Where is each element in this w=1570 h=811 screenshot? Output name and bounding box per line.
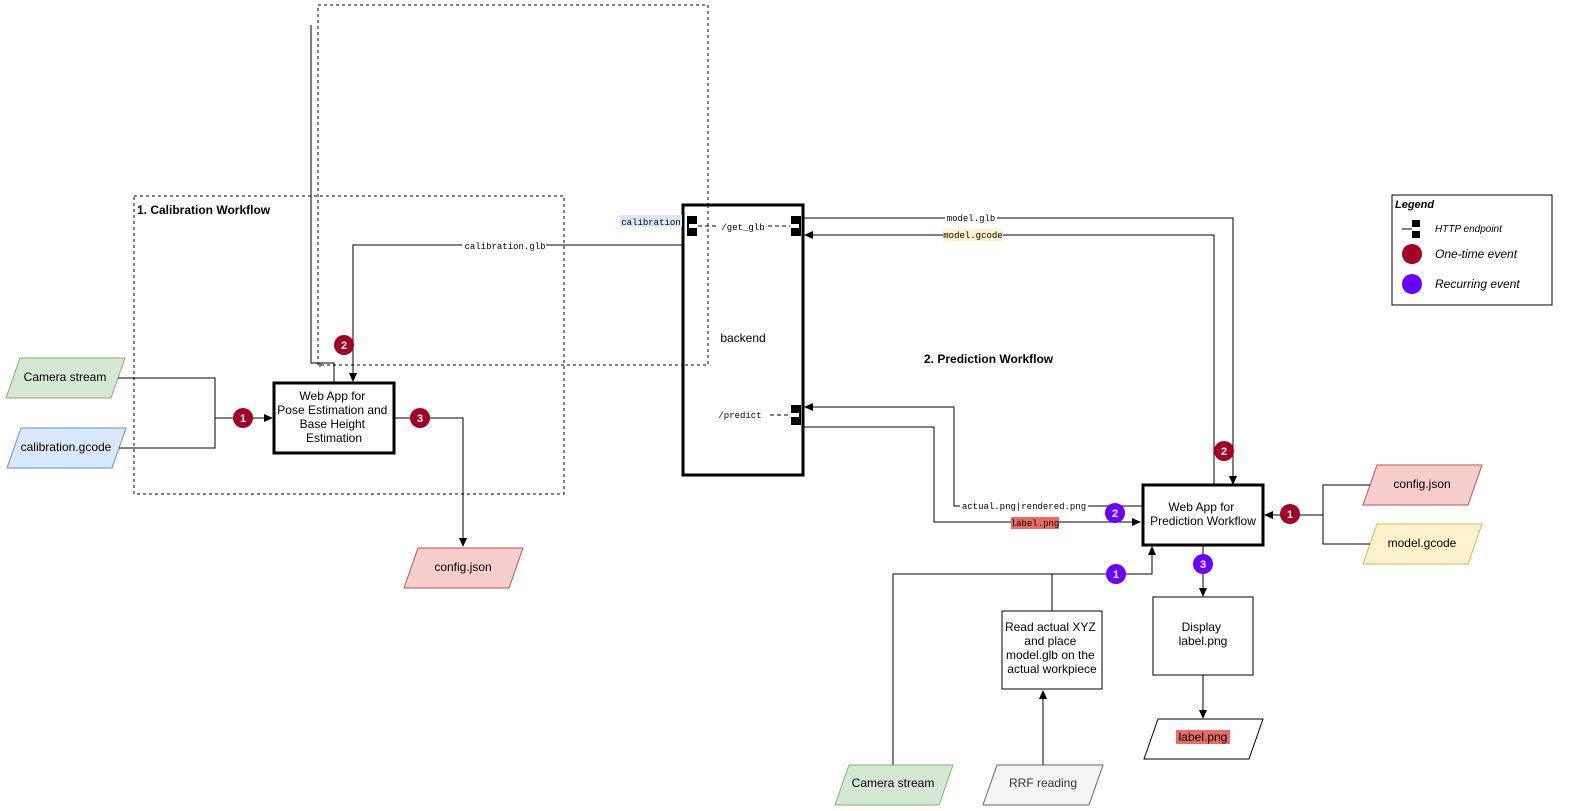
prediction-group-title: 2. Prediction Workflow: [924, 352, 1054, 366]
http-endpoint-icon: [1412, 220, 1420, 227]
backend-box: backend: [681, 203, 805, 477]
pose-app-line: Base Height: [300, 417, 366, 431]
one-time-event-icon: [1402, 244, 1422, 264]
calibration-group-title: 1. Calibration Workflow: [137, 203, 271, 217]
model-gcode-input: model.gcode: [1362, 523, 1483, 565]
pose-app-line: Web App for: [299, 389, 365, 403]
display-box: Display label.png: [1152, 596, 1254, 676]
http-endpoint-icon: [1412, 231, 1420, 238]
read-xyz-line: actual workpiece: [1007, 662, 1097, 676]
legend-one-time: One-time event: [1435, 247, 1518, 261]
badge-number: 1: [1113, 569, 1119, 581]
predict-endpoint-label: /predict: [718, 411, 761, 421]
http-endpoint-icon: [791, 216, 800, 224]
badge-number: 2: [341, 340, 347, 352]
model-gcode-edge-label: model.gcode: [943, 231, 1002, 241]
backend-label: backend: [720, 331, 765, 345]
http-endpoint-icon: [688, 228, 697, 236]
camera-stream-input-1: Camera stream: [5, 357, 126, 399]
pose-app-line: Estimation: [306, 431, 362, 445]
svg-text:Display label.png: Display label.png: [1179, 620, 1228, 648]
connector-line: [310, 25, 335, 383]
label-png-output: label.png: [1143, 718, 1264, 760]
display-line: label.png: [1179, 634, 1228, 648]
badge-number: 2: [1112, 508, 1118, 520]
config-json-input: config.json: [1362, 464, 1483, 506]
svg-text:Read actual XYZ and plac: Read actual XYZ and place model.glb on t…: [1005, 620, 1099, 676]
legend-http: HTTP endpoint: [1435, 224, 1503, 235]
badge-number: 3: [1200, 559, 1206, 571]
actual-rendered-edge: [804, 403, 1142, 507]
camera-stream-label: Camera stream: [24, 370, 107, 384]
prediction-app-line: Web App for: [1168, 500, 1234, 514]
label-png-label: label.png: [1179, 730, 1228, 744]
one-time-badge: [233, 408, 253, 428]
config-json-in-label: config.json: [1393, 477, 1450, 491]
label-png-edge-label: label.png: [1011, 519, 1060, 529]
camera-to-merge: [118, 377, 216, 449]
camera-stream-input-2: Camera stream: [834, 764, 954, 806]
recurring-badge: [1106, 564, 1126, 584]
pose-estimation-app: Web App for Pose Estimation and Base Hei…: [272, 381, 396, 455]
model-glb-edge: [803, 217, 1237, 485]
recurring-badge: [1105, 503, 1125, 523]
calibration-group: [133, 195, 565, 495]
dashed-overlay-box: [317, 4, 709, 366]
legend-title: Legend: [1395, 199, 1434, 211]
model-glb-label: model.glb: [947, 214, 996, 224]
legend-recurring: Recurring event: [1435, 277, 1520, 291]
model-gcode-edge: [804, 231, 1215, 484]
one-time-badge: [1214, 441, 1234, 461]
camera-stream-2-label: Camera stream: [852, 776, 935, 790]
one-time-badge: [1280, 504, 1300, 524]
http-endpoint-icon: [791, 417, 800, 425]
pose-app-line: Pose Estimation and: [277, 403, 387, 417]
calibration-glb-edge: [349, 244, 683, 382]
badge-number: 1: [1287, 509, 1293, 521]
prediction-app: Web App for Prediction Workflow: [1141, 483, 1265, 547]
display-line: Display: [1182, 620, 1221, 634]
recurring-badge: [1193, 554, 1213, 574]
pose-app-to-config: [394, 417, 467, 547]
recurring-event-icon: [1402, 274, 1422, 294]
config-json-label: config.json: [434, 560, 491, 574]
config-json-output: config.json: [403, 547, 524, 589]
badge-number: 3: [417, 413, 423, 425]
calibration-gcode-input: calibration.gcode: [6, 427, 127, 469]
http-endpoint-icon: [688, 216, 697, 224]
calibration-gcode-label: calibration.gcode: [21, 440, 112, 454]
model-gcode-label: model.gcode: [1388, 536, 1457, 550]
legend: Legend HTTP endpoint One-time event Recu…: [1391, 194, 1553, 306]
read-xyz-line: and place: [1024, 634, 1076, 648]
svg-text:Web App for Pose Estimat: Web App for Pose Estimation and Base Hei…: [277, 389, 390, 445]
http-endpoint-icon: [791, 405, 800, 413]
badge-number: 1: [240, 413, 246, 425]
rrf-reading-input: RRF reading: [982, 764, 1104, 806]
prediction-app-line: Prediction Workflow: [1150, 514, 1256, 528]
calibration-endpoint-label: calibration: [621, 218, 680, 228]
one-time-badge: [334, 335, 354, 355]
read-xyz-box: Read actual XYZ and place model.glb on t…: [1001, 610, 1103, 690]
get-glb-endpoint-label: /get_glb: [721, 223, 764, 233]
one-time-badge: [410, 408, 430, 428]
camera-to-prediction: [892, 546, 1156, 765]
actual-rendered-label: actual.png|rendered.png: [962, 502, 1086, 512]
calibration-glb-label: calibration.glb: [464, 242, 545, 252]
read-xyz-line: model.glb on the: [1006, 648, 1095, 662]
read-xyz-line: Read actual XYZ: [1005, 620, 1096, 634]
svg-text:Web App for Prediction W: Web App for Prediction Workflow: [1150, 500, 1256, 528]
badge-number: 2: [1221, 446, 1227, 458]
rrf-reading-label: RRF reading: [1009, 776, 1077, 790]
http-endpoint-icon: [791, 228, 800, 236]
inputs-to-prediction-app: [1322, 484, 1370, 545]
